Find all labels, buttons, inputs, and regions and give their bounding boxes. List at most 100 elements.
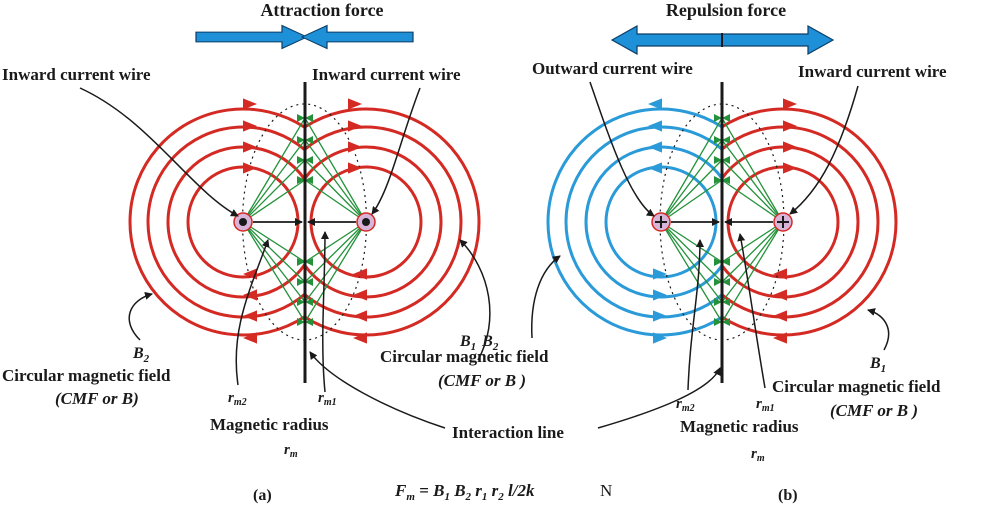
a-green-r7 bbox=[304, 221, 367, 323]
a-green-al5 bbox=[297, 278, 305, 286]
a-green-ar4 bbox=[305, 258, 313, 266]
a-green-ar7 bbox=[305, 318, 313, 326]
a-right-ring-3 bbox=[304, 107, 481, 337]
leader-rm1 bbox=[320, 231, 329, 393]
b-red-arrow-1 bbox=[783, 120, 797, 132]
leader-rm1 bbox=[737, 233, 766, 389]
a-field-arrow-11 bbox=[243, 332, 257, 344]
force-arrow-right bbox=[195, 24, 309, 50]
cmf-label-a-right: Circular magnetic field bbox=[380, 347, 549, 366]
a-field-arrow-6 bbox=[348, 141, 362, 153]
force-arrow-left bbox=[300, 24, 414, 50]
force-formula: Fm = B1 B2 r1 r2 l/2k bbox=[394, 481, 535, 503]
caption-a: (a) bbox=[253, 487, 272, 504]
a-field-arrow-9 bbox=[243, 289, 257, 301]
a-field-arrow-2 bbox=[243, 141, 257, 153]
b-green-al6 bbox=[714, 298, 722, 306]
b-green-ar6 bbox=[722, 298, 730, 306]
panel-b-repulsion bbox=[531, 24, 898, 391]
a-field-arrow-15 bbox=[353, 332, 367, 344]
b-blue-arrow-3 bbox=[648, 162, 662, 174]
a-green-r4 bbox=[304, 221, 367, 263]
leader-b1b2 bbox=[459, 239, 491, 361]
a-green-ar1 bbox=[305, 136, 313, 144]
b-right-ring-3 bbox=[721, 107, 898, 337]
a-green-al7 bbox=[297, 318, 305, 326]
b-green-al2 bbox=[714, 156, 722, 164]
a-field-arrow-13 bbox=[353, 289, 367, 301]
left-wire-inward bbox=[233, 212, 253, 232]
leader-interaction-a bbox=[309, 351, 446, 429]
leader-right-wire bbox=[371, 87, 421, 215]
b-blue-arrow-5 bbox=[653, 289, 667, 301]
a-field-arrow-3 bbox=[243, 162, 257, 174]
cmf-sub-a-right: (CMF or B ) bbox=[438, 371, 526, 390]
b-green-al1 bbox=[714, 136, 722, 144]
b-green-ar0 bbox=[722, 114, 730, 122]
field-direction-arrows bbox=[648, 98, 797, 344]
a-green-r6 bbox=[304, 221, 367, 303]
a-green-ar5 bbox=[305, 278, 313, 286]
leader-left-wire bbox=[79, 87, 239, 217]
cmf-sub-b: (CMF or B ) bbox=[830, 401, 918, 420]
rm-label-b: rm bbox=[751, 446, 765, 464]
a-field-arrow-8 bbox=[243, 268, 257, 280]
a-green-al2 bbox=[297, 156, 305, 164]
right-wire-inward bbox=[773, 212, 793, 232]
a-field-arrow-12 bbox=[353, 268, 367, 280]
b-green-ar1 bbox=[722, 136, 730, 144]
b-green-ar4 bbox=[722, 258, 730, 266]
a-green-l4 bbox=[242, 221, 306, 263]
b-green-r5 bbox=[721, 221, 784, 283]
rm-label-a: rm bbox=[284, 442, 298, 460]
rm1-label-b: rm1 bbox=[756, 396, 775, 414]
attraction-force-title: Attraction force bbox=[260, 0, 383, 20]
b-green-r0 bbox=[721, 117, 784, 223]
b-green-l7 bbox=[660, 221, 723, 323]
b-green-l6 bbox=[660, 221, 723, 303]
a-green-ar2 bbox=[305, 156, 313, 164]
right-wire-inward bbox=[356, 212, 376, 232]
a-field-arrow-7 bbox=[348, 162, 362, 174]
magnetic-radius-label-b: Magnetic radius bbox=[680, 417, 799, 436]
cmf-label-a: Circular magnetic field bbox=[2, 366, 171, 385]
a-left-ring-1 bbox=[166, 145, 307, 299]
leader-b2-blue bbox=[531, 255, 561, 339]
b1-label: B1 bbox=[869, 355, 886, 375]
panel-a-attraction bbox=[79, 24, 491, 393]
b-green-r6 bbox=[721, 221, 784, 303]
b-blue-arrow-7 bbox=[653, 332, 667, 344]
b-blue-arrow-0 bbox=[648, 98, 662, 110]
cmf-sub-a: (CMF or B) bbox=[55, 389, 139, 408]
magnetic-radius-label-a: Magnetic radius bbox=[210, 415, 329, 434]
a-right-ring-0 bbox=[309, 165, 423, 279]
b-right-ring-1 bbox=[720, 145, 860, 299]
a-left-ring-3 bbox=[128, 107, 306, 337]
a-green-al0 bbox=[297, 114, 305, 122]
b-green-al4 bbox=[714, 258, 722, 266]
a-green-al3 bbox=[297, 176, 305, 184]
b-blue-arrow-1 bbox=[648, 120, 662, 132]
b2-label: B2 bbox=[132, 345, 150, 365]
a-green-ar0 bbox=[305, 114, 313, 122]
leader-inward-wire bbox=[789, 85, 859, 215]
a-green-ar3 bbox=[305, 176, 313, 184]
a-field-arrow-0 bbox=[243, 98, 257, 110]
b-green-r7 bbox=[721, 221, 784, 323]
interaction-field-lines bbox=[660, 114, 784, 326]
a-field-arrow-5 bbox=[348, 120, 362, 132]
b-blue-arrow-4 bbox=[653, 268, 667, 280]
caption-b: (b) bbox=[778, 487, 798, 504]
b-red-arrow-3 bbox=[783, 162, 797, 174]
interaction-field-lines bbox=[242, 114, 367, 326]
leader-interaction-b bbox=[597, 367, 721, 429]
field-direction-arrows bbox=[243, 98, 367, 344]
b-green-ar2 bbox=[722, 156, 730, 164]
a-green-ar6 bbox=[305, 298, 313, 306]
b-red-arrow-2 bbox=[783, 141, 797, 153]
interaction-line-label: Interaction line bbox=[452, 423, 564, 442]
a-green-r0 bbox=[304, 117, 367, 223]
inward-wire-label-b: Inward current wire bbox=[798, 62, 947, 81]
